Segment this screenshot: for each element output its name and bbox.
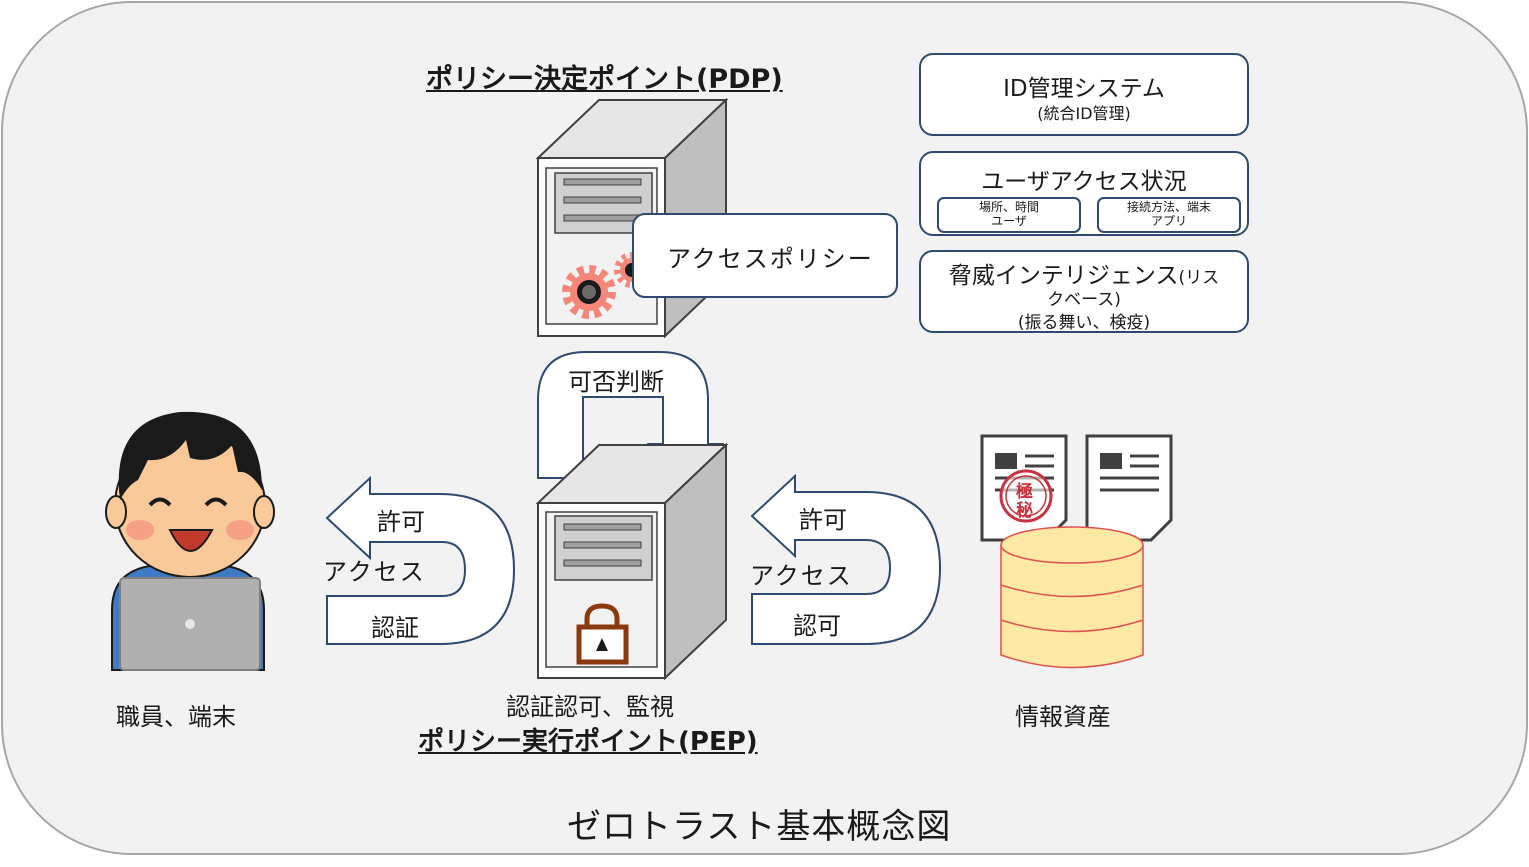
decision-label: 可否判断	[568, 368, 664, 396]
left-permit-label: 許可	[377, 508, 425, 536]
stamp-top-label: 極	[1016, 482, 1033, 502]
database-icon	[1000, 526, 1144, 669]
access-policy-label: アクセスポリシー	[667, 245, 874, 273]
id-system-box: ID管理システム (統合ID管理)	[919, 53, 1249, 136]
user-access-title: ユーザアクセス状況	[981, 169, 1187, 195]
user-avatar	[105, 411, 275, 671]
threat-intel-subtitle: (振る舞い、検疫)	[1017, 313, 1151, 333]
right-access-label: アクセス	[750, 562, 853, 590]
threat-intel-title: 脅威インテリジェンス(リス	[921, 256, 1247, 290]
threat-intel-box: 脅威インテリジェンス(リス クベース) (振る舞い、検疫)	[919, 250, 1249, 333]
connection-device-app-box: 接続方法、端末 アプリ	[1097, 197, 1241, 233]
left-access-label: アクセス	[323, 558, 426, 586]
confidential-stamp-icon	[999, 469, 1053, 523]
id-system-subtitle: (統合ID管理)	[1037, 104, 1131, 123]
connection-device-label: 接続方法、端末	[1126, 200, 1211, 214]
right-flow-arrow	[750, 473, 942, 645]
user-label: ユーザ	[991, 214, 1027, 228]
location-time-label: 場所、時間	[978, 200, 1039, 214]
id-system-title: ID管理システム	[1003, 76, 1165, 102]
right-authz-label: 認可	[793, 612, 841, 640]
threat-intel-title-main: 脅威インテリジェンス	[948, 263, 1179, 289]
threat-intel-title-line2: クベース)	[1047, 290, 1121, 310]
user-label: 職員、端末	[116, 703, 236, 731]
diagram-caption: ゼロトラスト基本概念図	[567, 807, 952, 847]
access-policy-callout	[632, 213, 898, 298]
pdp-title: ポリシー決定ポイント(PDP)	[426, 64, 783, 95]
threat-intel-title-risk: (リス	[1178, 268, 1220, 288]
lock-icon	[576, 603, 629, 665]
assets-label: 情報資産	[1015, 703, 1111, 731]
pep-title: ポリシー実行ポイント(PEP)	[418, 727, 758, 757]
pep-caption: 認証認可、監視	[506, 693, 674, 721]
user-access-box: ユーザアクセス状況 場所、時間 ユーザ 接続方法、端末 アプリ	[919, 151, 1249, 236]
right-permit-label: 許可	[799, 506, 847, 534]
location-time-user-box: 場所、時間 ユーザ	[937, 197, 1081, 233]
left-flow-arrow	[325, 475, 516, 645]
pep-server-icon	[535, 442, 729, 681]
stamp-bottom-label: 秘	[1016, 501, 1033, 521]
left-auth-label: 認証	[371, 614, 419, 642]
app-label: アプリ	[1150, 214, 1187, 228]
